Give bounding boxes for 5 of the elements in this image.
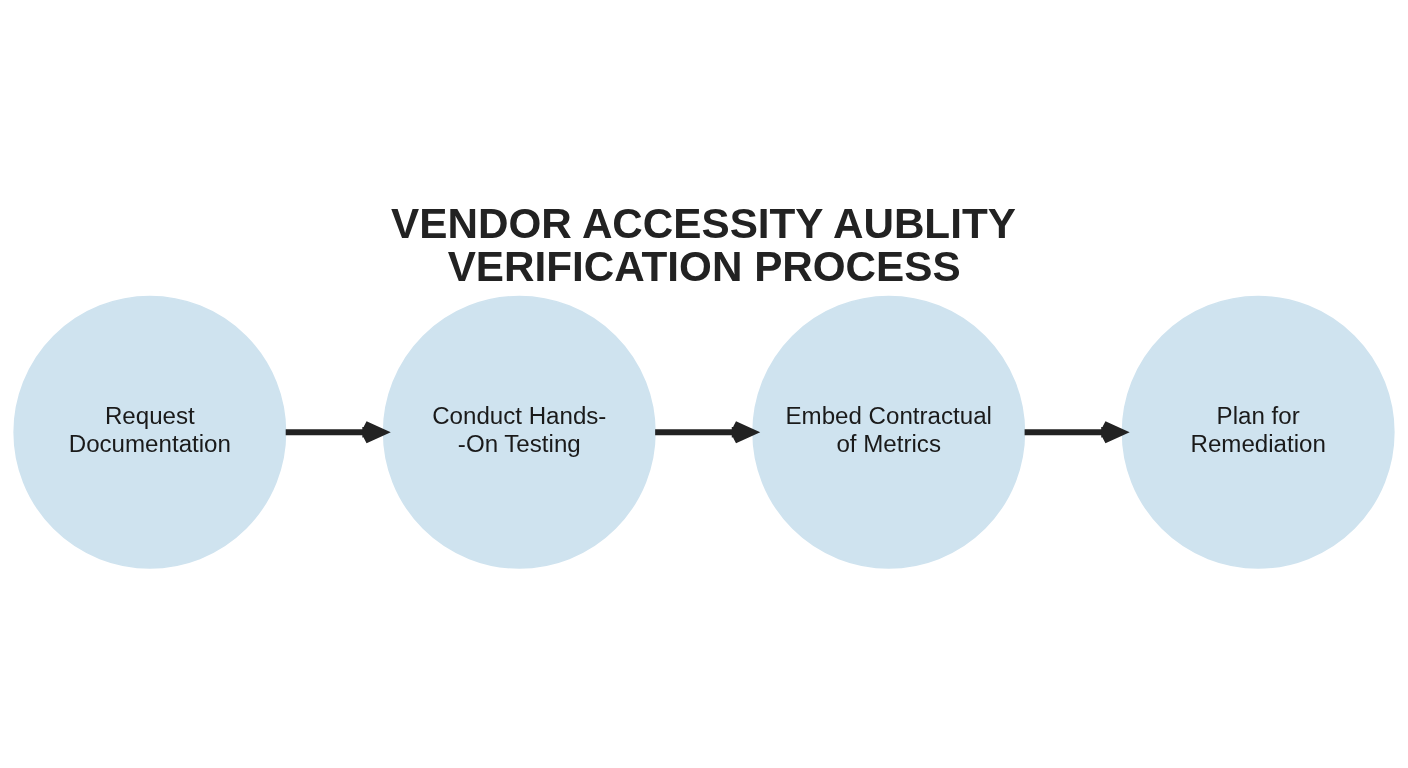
node-circle: Embed Contractual of Metrics <box>752 295 1026 569</box>
node-circle: Conduct Hands- -On Testing <box>382 295 656 569</box>
diagram-title: VENDOR ACCESSITY AUBLITY VERIFICATION PROCESS <box>391 200 1016 290</box>
node-circle: Request Documentation <box>13 295 287 569</box>
node-circle: Plan for Remediation <box>1121 295 1395 569</box>
